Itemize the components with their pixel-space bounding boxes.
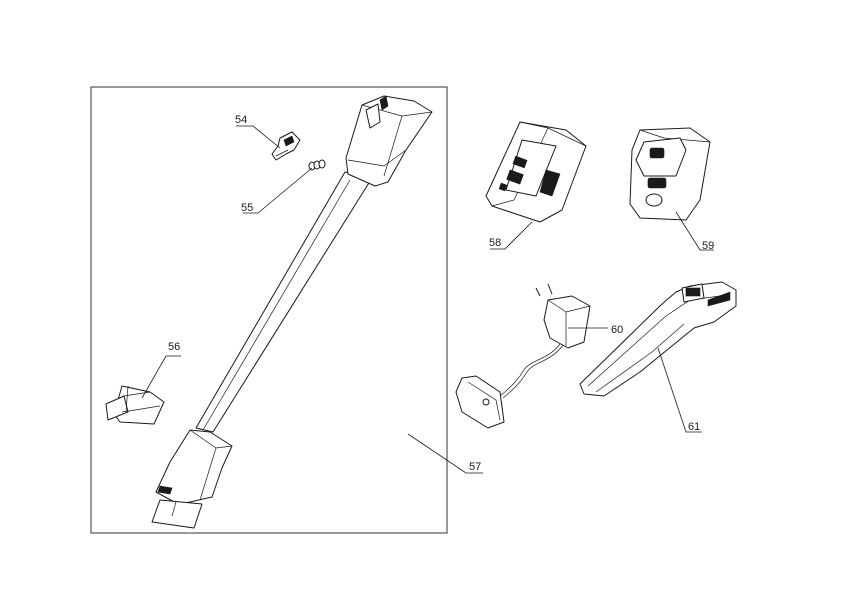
- leader-55: [243, 167, 313, 214]
- callout-60: 60: [611, 324, 623, 336]
- bracket-part: [105, 385, 165, 425]
- leader-54: [236, 125, 281, 149]
- battery-pack-part: [485, 121, 587, 223]
- callout-54: 54: [235, 114, 247, 126]
- clip-part: [271, 131, 301, 161]
- callout-59: 59: [702, 240, 714, 252]
- leader-58: [490, 221, 533, 250]
- callout-58: 58: [489, 237, 501, 249]
- spring-part: [308, 159, 326, 171]
- charging-dock-part: [629, 127, 711, 221]
- wand-group-frame: [90, 86, 448, 534]
- callout-56: 56: [168, 341, 180, 353]
- handheld-vacuum-part: [579, 281, 737, 397]
- leader-61: [657, 347, 702, 433]
- callout-55: 55: [241, 202, 253, 214]
- extension-wand-part: [151, 95, 433, 529]
- leader-56: [141, 355, 181, 399]
- leader-57: [407, 433, 483, 474]
- leader-59: [675, 211, 714, 251]
- callout-57: 57: [469, 461, 481, 473]
- callout-61: 61: [688, 421, 700, 433]
- charger-adapter-part: [455, 283, 591, 429]
